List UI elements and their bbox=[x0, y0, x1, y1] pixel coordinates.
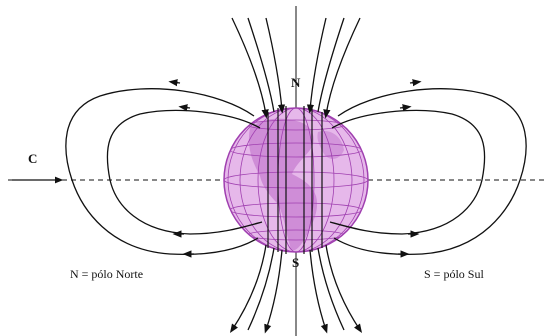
south-pole-label: S bbox=[292, 256, 299, 269]
legend-south: S = pólo Sul bbox=[424, 268, 484, 280]
north-pole-label: N bbox=[291, 76, 300, 89]
legend-north: N = pólo Norte bbox=[70, 268, 143, 280]
center-label: C bbox=[28, 152, 37, 165]
earth-globe bbox=[224, 108, 368, 252]
